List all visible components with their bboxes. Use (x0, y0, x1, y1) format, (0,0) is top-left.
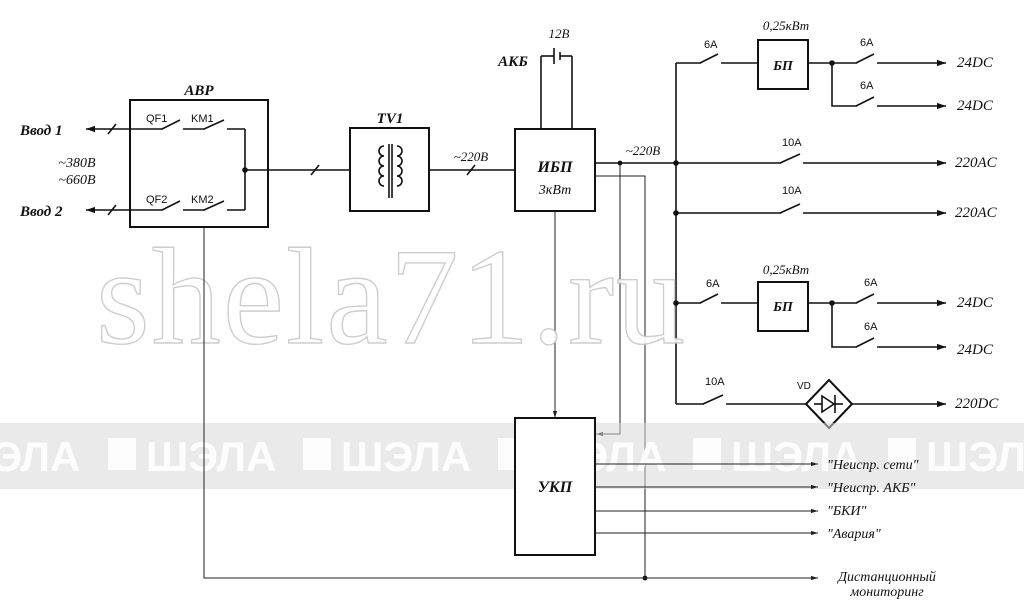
breaker-ac2-label: 10А (782, 185, 802, 197)
breaker-ac1-label: 10А (782, 137, 802, 149)
remote-monitoring-label-2: мониторинг (849, 585, 924, 600)
qf2-label: QF2 (146, 194, 167, 206)
avr-label: АВР (183, 83, 214, 99)
watermark-logo-6: ШЭЛА (926, 433, 1024, 480)
bp-top-power-label: 0,25кВт (763, 18, 809, 33)
breaker-top-in-label: 6А (704, 39, 718, 51)
km1-switch (203, 119, 227, 135)
breaker-dc (702, 394, 726, 410)
breaker-dc-label: 10А (705, 376, 725, 388)
breaker-top-out1-label: 6А (860, 37, 874, 49)
signal-network-fault: "Неиспр. сети" (827, 458, 919, 473)
battery-icon (540, 48, 573, 129)
ibp-box (514, 128, 596, 212)
breaker-ac1 (779, 153, 803, 169)
qf1-switch (161, 119, 183, 135)
output-24dc-2: 24DC (957, 98, 994, 114)
breaker-bot-out1 (855, 293, 877, 309)
breaker-top-out2-label: 6А (860, 80, 874, 92)
remote-monitoring-line (203, 227, 818, 581)
output-24dc-1: 24DC (957, 55, 994, 71)
signal-alarm: "Авария" (827, 527, 881, 542)
bp-bottom-label: БП (772, 300, 794, 315)
breaker-ac2 (779, 203, 803, 219)
transformer-icon (378, 144, 403, 198)
qf1-label: QF1 (146, 113, 167, 125)
output-220ac-2: 220AC (955, 205, 998, 221)
breaker-bot-out2 (855, 337, 877, 353)
ac-220-label-a: ~220В (454, 149, 489, 164)
qf2-switch (161, 200, 183, 216)
ibp-power-label: 3кВт (538, 183, 571, 198)
remote-monitoring-label-1: Дистанционный (836, 570, 936, 585)
voltage-660-label: ~660В (58, 173, 96, 188)
akb-label: АКБ (497, 54, 528, 70)
ukp-label: УКП (538, 479, 573, 496)
input2-label: Ввод 2 (19, 204, 63, 220)
watermark-logo-3: ШЭЛА (341, 433, 471, 480)
bp-top-box (757, 39, 809, 90)
breaker-bot-in (699, 293, 721, 309)
bp-top-label: БП (772, 59, 794, 74)
output-24dc-3: 24DC (957, 295, 994, 311)
watermark-logo-2: ШЭЛА (146, 433, 276, 480)
breaker-bot-in-label: 6А (706, 278, 720, 290)
watermark-logo-5: ШЭЛА (731, 433, 861, 480)
output-24dc-4: 24DC (957, 342, 994, 358)
output-220ac-1: 220AC (955, 155, 998, 171)
watermark-site: shela71.ru (96, 220, 687, 373)
voltage-380-label: ~380В (58, 156, 96, 171)
diode-bridge-icon (804, 378, 854, 430)
watermark-logo-1: ШЭЛА (0, 433, 80, 480)
tv1-label: TV1 (377, 111, 404, 127)
bp-bottom-power-label: 0,25кВт (763, 262, 809, 277)
breaker-top-in (699, 53, 721, 69)
km1-label: KM1 (191, 113, 214, 125)
bp-bottom-box (757, 281, 809, 332)
ac-220-label-b: ~220В (626, 143, 661, 158)
signal-bki: "БКИ" (827, 504, 867, 519)
breaker-bot-out2-label: 6А (864, 321, 878, 333)
ukp-box (514, 417, 596, 556)
signal-battery-fault: "Неиспр. АКБ" (827, 481, 916, 496)
breaker-top-out2 (855, 96, 877, 112)
breaker-bot-out1-label: 6А (864, 277, 878, 289)
battery-voltage-label: 12В (549, 26, 570, 41)
vd-label: VD (797, 381, 811, 392)
breaker-top-out1 (855, 53, 877, 69)
km2-label: KM2 (191, 194, 214, 206)
watermark-band: ШЭЛА ШЭЛА ШЭЛА ШЭЛА ШЭЛА ШЭЛА (0, 423, 1024, 489)
input1-label: Ввод 1 (19, 123, 63, 139)
ibp-label: ИБП (536, 159, 573, 176)
output-220dc: 220DC (955, 396, 999, 412)
km2-switch (203, 200, 227, 216)
